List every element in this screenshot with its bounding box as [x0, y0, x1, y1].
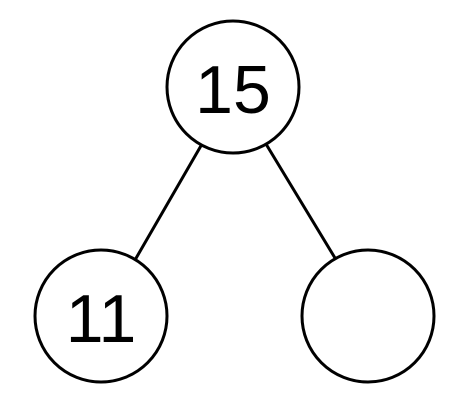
root-node-circle — [165, 19, 301, 155]
right-node — [300, 248, 436, 384]
root-node-label: 15 — [195, 52, 271, 128]
edge-root-right — [264, 142, 337, 260]
root-node: 15 — [165, 19, 301, 155]
edge-root-left — [133, 142, 204, 262]
right-node-circle — [300, 248, 436, 384]
left-node-label: 11 — [66, 281, 137, 357]
left-node-circle — [33, 248, 169, 384]
left-node: 11 — [33, 248, 169, 384]
